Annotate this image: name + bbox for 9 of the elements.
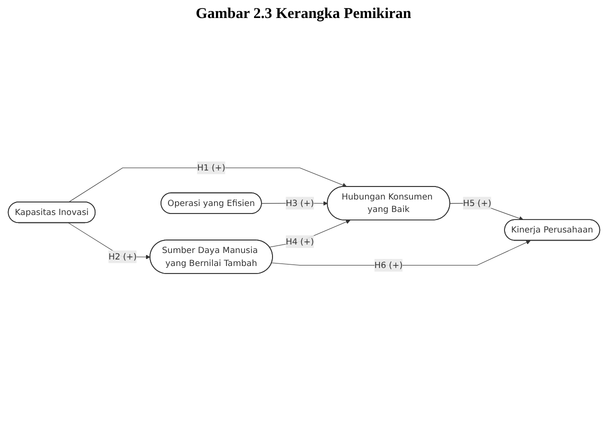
figure-title: Gambar 2.3 Kerangka Pemikiran — [194, 6, 412, 23]
edge-label: H2 (+) — [108, 251, 136, 262]
edge-label: H3 (+) — [285, 198, 314, 208]
edge-label: H5 (+) — [462, 198, 491, 208]
edge-label: H1 (+) — [196, 162, 225, 173]
arrow — [270, 240, 530, 266]
arrow — [68, 168, 346, 202]
edge-label: H6 (+) — [374, 260, 402, 270]
edge-label: H4 (+) — [285, 236, 314, 246]
